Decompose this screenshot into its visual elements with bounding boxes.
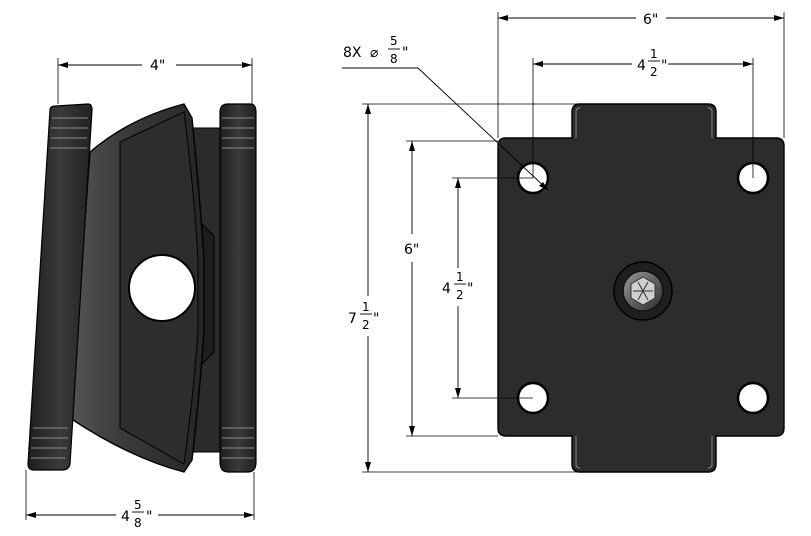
dim-label-den: 2 — [362, 318, 370, 332]
plate-notch-edges — [575, 107, 713, 469]
hole-callout: 8X ⌀ 5 8 " — [342, 34, 549, 191]
dim-label: 6" — [643, 12, 658, 28]
side-view: 4" 4 5 8 " — [25, 58, 257, 530]
dimension-hole-spacing-x: 4 1 2 " — [532, 47, 754, 178]
dim-label-whole: 4 — [121, 509, 130, 525]
dim-label-den: 2 — [456, 288, 464, 302]
left-mount-plate — [27, 103, 93, 471]
dim-label-num: 1 — [650, 47, 658, 61]
dimension-top-width: 4" — [57, 58, 253, 104]
dim-label-unit: " — [373, 311, 379, 327]
dim-label-whole: 4 — [637, 58, 646, 74]
callout-num: 5 — [390, 34, 398, 48]
dimension-bottom-width: 4 5 8 " — [25, 470, 255, 530]
right-plate-ridges — [222, 117, 254, 459]
dim-label-den: 8 — [134, 516, 142, 530]
dim-label-num: 5 — [134, 498, 142, 512]
dim-label-unit: " — [467, 281, 473, 297]
mount-hole-bottom-right — [736, 381, 770, 415]
dimension-hole-spacing-y-inner: 4 1 2 " — [442, 177, 533, 399]
dimension-hole-spacing-y-outer: 6" — [404, 140, 498, 437]
dim-label-den: 2 — [650, 65, 658, 79]
dim-label-num: 1 — [456, 270, 464, 284]
dim-label-unit: " — [661, 58, 667, 74]
dim-label-whole: 7 — [348, 311, 357, 327]
dimension-overall-width: 6" — [497, 12, 785, 138]
callout-unit: " — [402, 45, 408, 61]
center-bolt-icon — [613, 261, 673, 321]
callout-diameter-symbol: ⌀ — [370, 45, 379, 61]
callout-prefix: 8X — [343, 45, 362, 61]
dim-label: 4" — [150, 58, 165, 74]
dim-label-num: 1 — [362, 300, 370, 314]
axle-hole — [128, 254, 196, 322]
dim-label-whole: 4 — [442, 281, 451, 297]
dim-label: 6" — [404, 242, 419, 258]
callout-den: 8 — [390, 52, 398, 66]
left-plate-ridges — [31, 117, 88, 459]
top-view: 6" 4 1 2 " 8X ⌀ 5 8 " — [342, 12, 785, 473]
dimension-overall-height: 7 1 2 " — [348, 103, 580, 473]
right-mount-plate — [219, 103, 257, 473]
dim-label-unit: " — [146, 509, 152, 525]
